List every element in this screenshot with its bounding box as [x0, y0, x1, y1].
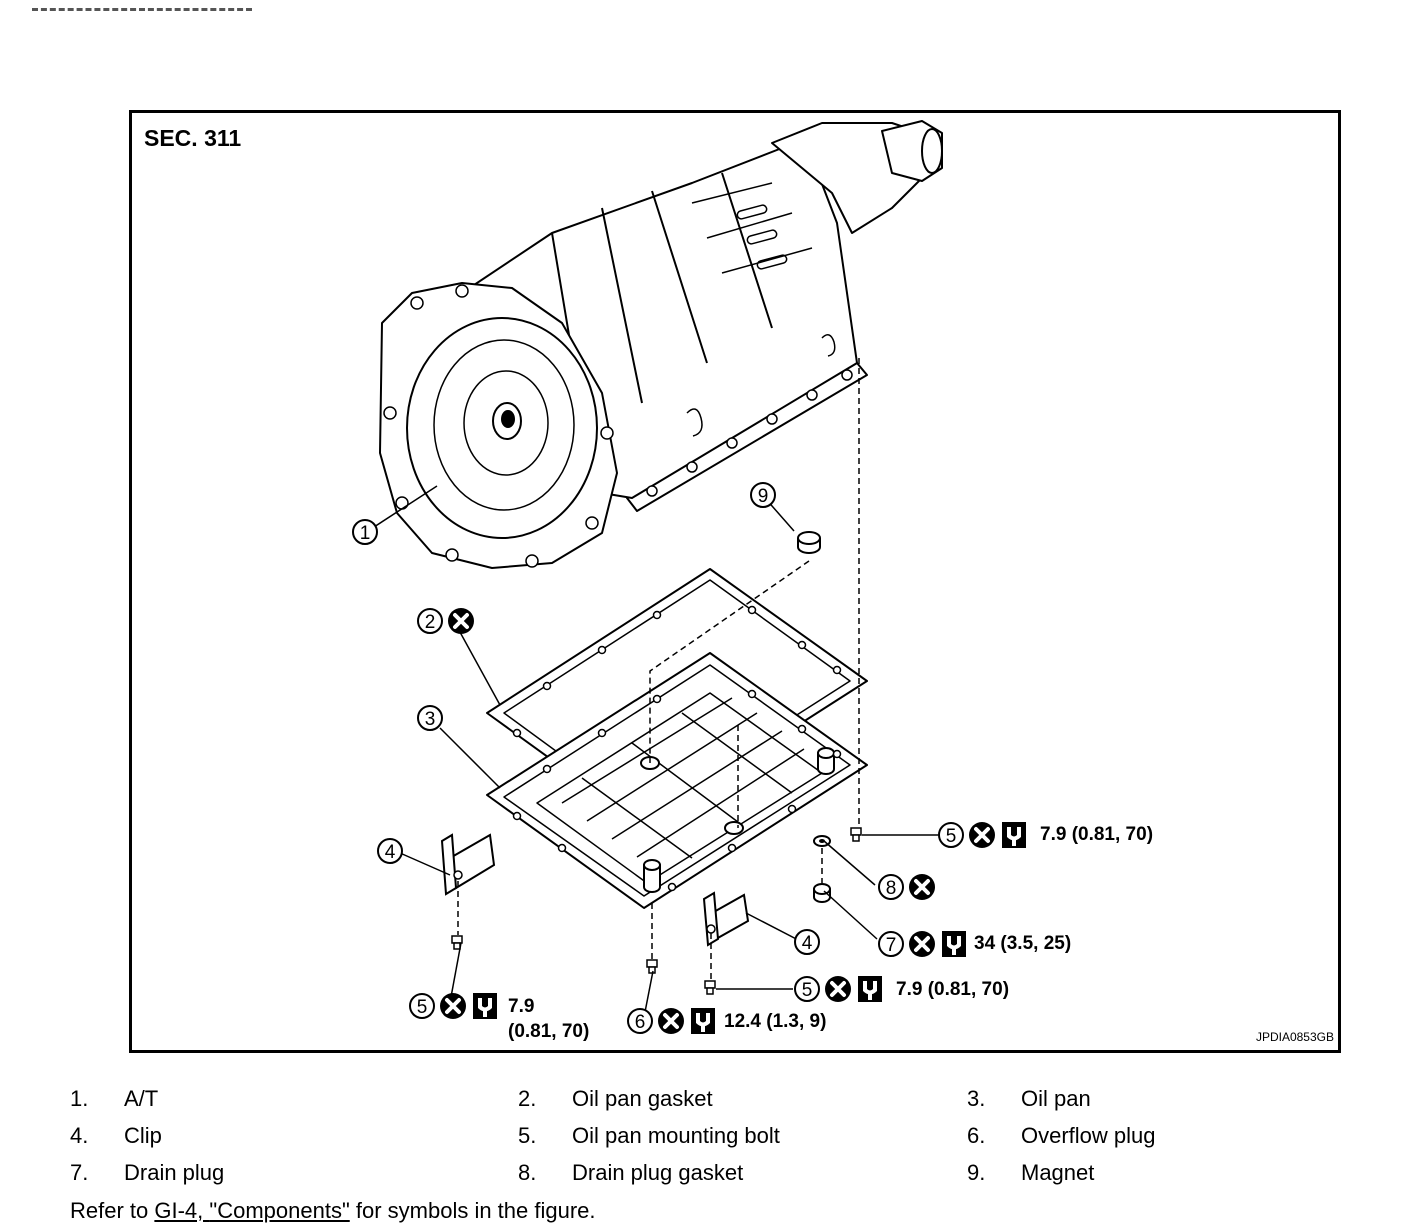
spec-5-top: 7.9 (0.81, 70)	[1040, 824, 1154, 845]
callout-5-bottom-right: 5	[794, 974, 882, 1004]
spec-5-bottom-left-line1: 7.9	[508, 996, 535, 1017]
callout-6-label: 6	[635, 1012, 646, 1033]
spec-7: 34 (3.5, 25)	[974, 933, 1072, 954]
header-remnant	[32, 8, 252, 14]
callout-5-top: 5	[938, 820, 1026, 850]
callout-9-label: 9	[758, 486, 769, 507]
legend-item: 6.Overflow plug	[967, 1123, 1156, 1148]
torque-wrench-icon	[858, 976, 882, 1002]
callout-5-top-label: 5	[946, 826, 957, 847]
do-not-reuse-icon	[656, 1006, 686, 1036]
callout-6: 6	[627, 1006, 715, 1036]
exploded-view-figure: SEC. 311 JPDIA0853GB	[129, 110, 1341, 1053]
callout-8: 8	[878, 872, 937, 902]
symbols-note: Refer to GI-4, "Components" for symbols …	[70, 1198, 596, 1223]
callout-8-label: 8	[886, 878, 897, 899]
legend-item: 7.Drain plug	[70, 1160, 225, 1185]
callouts: 1 9 2 3 4 4	[352, 482, 1026, 1036]
legend-item: 9.Magnet	[967, 1160, 1095, 1185]
figure-id: JPDIA0853GB	[1255, 1030, 1334, 1044]
callout-2: 2	[417, 606, 476, 636]
spec-5-bottom-right: 7.9 (0.81, 70)	[896, 979, 1010, 1000]
callout-4-right: 4	[794, 929, 820, 955]
transmission-drawing	[379, 120, 943, 569]
torque-wrench-icon	[691, 1008, 715, 1034]
do-not-reuse-icon	[438, 991, 468, 1021]
clip-drawing-left	[440, 833, 496, 896]
do-not-reuse-icon	[907, 929, 937, 959]
do-not-reuse-icon	[823, 974, 853, 1004]
legend-item: 8.Drain plug gasket	[518, 1160, 744, 1185]
components-link[interactable]: GI-4, "Components"	[154, 1198, 350, 1223]
oil-pan-drawing	[486, 652, 868, 909]
callout-4-left: 4	[377, 838, 403, 864]
spec-6: 12.4 (1.3, 9)	[724, 1011, 827, 1032]
callout-7: 7	[878, 929, 966, 959]
callout-4-right-label: 4	[802, 933, 813, 954]
assembly-lines	[457, 358, 860, 979]
callout-4-left-label: 4	[385, 842, 396, 863]
callout-5-bottom-left-label: 5	[417, 997, 428, 1018]
diagram-canvas: 1 9 2 3 4 4	[352, 120, 1026, 1036]
callout-1: 1	[352, 519, 378, 545]
callout-1-label: 1	[360, 523, 371, 544]
callout-3: 3	[417, 705, 443, 731]
magnet-drawing	[797, 531, 821, 554]
callout-5-bottom-right-label: 5	[802, 980, 813, 1001]
leader-lines	[373, 485, 938, 1013]
spec-5-bottom-left-line2: (0.81, 70)	[508, 1021, 590, 1042]
legend-item: 2.Oil pan gasket	[518, 1086, 713, 1111]
callout-3-label: 3	[425, 709, 436, 730]
callout-7-label: 7	[886, 935, 897, 956]
do-not-reuse-icon	[446, 606, 476, 636]
torque-wrench-icon	[473, 993, 497, 1019]
do-not-reuse-icon	[907, 872, 937, 902]
legend-item: 5.Oil pan mounting bolt	[518, 1123, 780, 1148]
do-not-reuse-icon	[967, 820, 997, 850]
legend-item: 1.A/T	[70, 1086, 159, 1111]
section-label: SEC. 311	[144, 125, 242, 151]
callout-2-label: 2	[425, 612, 436, 633]
callout-5-bottom-left: 5	[409, 991, 497, 1021]
legend-item: 4.Clip	[70, 1123, 162, 1148]
torque-wrench-icon	[1002, 822, 1026, 848]
torque-wrench-icon	[942, 931, 966, 957]
callout-9: 9	[750, 482, 776, 508]
legend-item: 3.Oil pan	[967, 1086, 1091, 1111]
